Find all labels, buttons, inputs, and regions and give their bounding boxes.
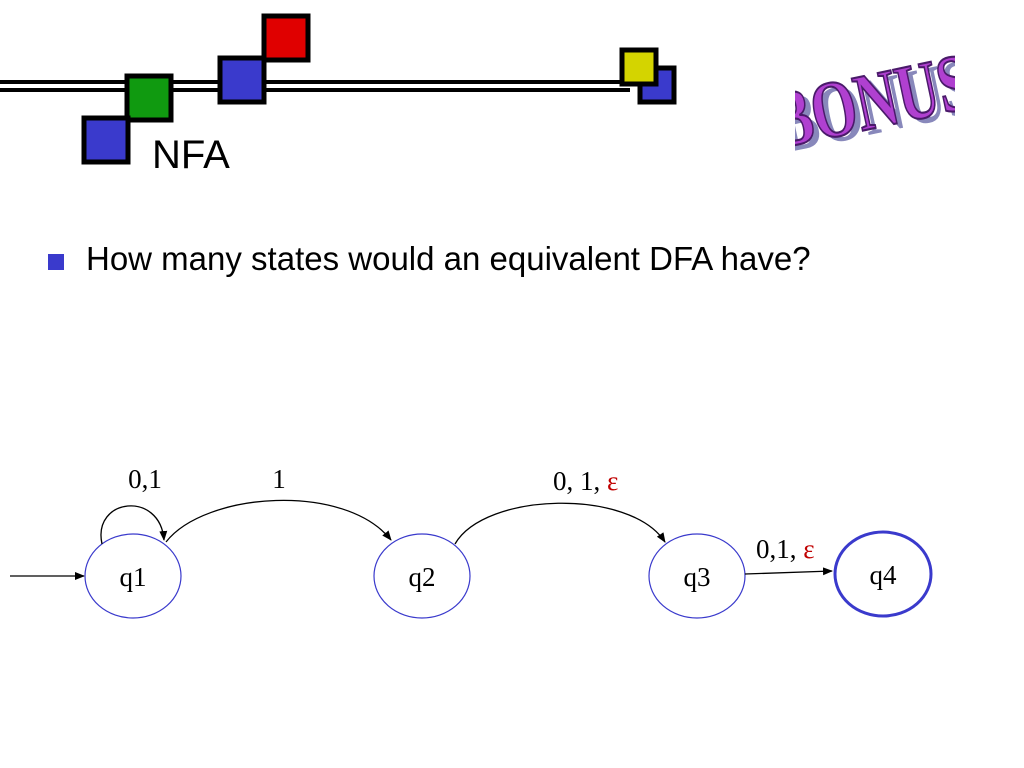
green-square <box>124 73 174 123</box>
epsilon-q3-q4: ε <box>803 534 814 564</box>
state-label-q3: q3 <box>684 562 711 592</box>
transition-label-q1-q2: 1 <box>272 464 286 494</box>
state-label-q4: q4 <box>870 560 898 590</box>
header-decoration <box>0 13 677 165</box>
yellow-square <box>619 47 659 87</box>
slide-title: NFA <box>152 133 230 177</box>
state-q1: q1 <box>84 533 182 619</box>
red-square <box>261 13 311 63</box>
state-label-q1: q1 <box>120 562 147 592</box>
header-rule <box>0 80 630 92</box>
transition-q1-q1 <box>100 505 168 545</box>
blue-square-upper <box>217 55 267 105</box>
state-q4-accept: q4 <box>833 530 933 618</box>
bonus-badge: BONUS BONUS <box>795 52 955 162</box>
bonus-badge-text: BONUS <box>795 52 955 162</box>
nfa-diagram: q1 q2 q3 q4 0,1 1 0, 1, ε 0,1, ε <box>10 464 933 619</box>
transition-q3-q4 <box>744 567 833 576</box>
transition-symbols-q3-q4: 0,1, <box>756 534 803 564</box>
bullet-marker <box>48 254 64 270</box>
transition-q1-q2 <box>165 499 392 543</box>
bullet-item: How many states would an equivalent DFA … <box>48 240 811 278</box>
transition-label-q3-q4: 0,1, ε <box>756 534 815 564</box>
transition-q2-q3 <box>454 502 666 545</box>
state-q3: q3 <box>648 533 746 619</box>
transition-label-q1-q1: 0,1 <box>128 464 162 494</box>
epsilon-q2-q3: ε <box>607 466 618 496</box>
bullet-text: How many states would an equivalent DFA … <box>86 240 811 277</box>
state-label-q2: q2 <box>409 562 436 592</box>
transition-symbols-q2-q3: 0, 1, <box>553 466 607 496</box>
transition-label-q2-q3: 0, 1, ε <box>553 466 618 496</box>
state-q2: q2 <box>373 533 471 619</box>
blue-square-lower <box>81 115 131 165</box>
